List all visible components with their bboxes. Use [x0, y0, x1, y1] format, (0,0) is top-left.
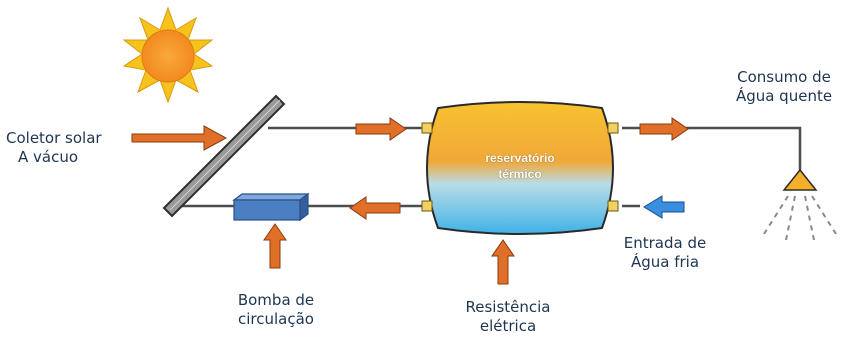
tank-label: reservatório térmico [460, 150, 580, 182]
inlet-label-line2: Água fria [630, 253, 700, 271]
consumption-label: Consumo de Água quente [718, 68, 850, 106]
collector-label-line1: Coletor solar [6, 129, 102, 147]
pump-label-line1: Bomba de [237, 291, 315, 309]
collector-label-line2: A vácuo [18, 148, 79, 166]
collector-label: Coletor solar A vácuo [6, 129, 102, 167]
collector-input-arrow [131, 125, 228, 151]
sun-icon [122, 6, 214, 104]
heater-label-line2: elétrica [479, 317, 537, 335]
pump-label-line2: circulação [238, 310, 314, 328]
pump-label-arrow [263, 223, 287, 269]
heater-label-arrow [491, 239, 515, 285]
tank-label-line1: reservatório [485, 151, 555, 165]
consumption-label-line1: Consumo de [737, 68, 831, 86]
tank-label-line2: térmico [498, 167, 542, 181]
inlet-label-line1: Entrada de [623, 234, 707, 252]
thermal-tank [421, 101, 619, 235]
hot-flow-arrow [355, 117, 407, 141]
shower-head-icon [763, 168, 837, 241]
cold-inlet-arrow [643, 195, 685, 219]
consumption-flow-arrow [639, 117, 689, 141]
inlet-label: Entrada de Água fria [604, 234, 726, 272]
consumption-label-line2: Água quente [735, 87, 833, 105]
heater-label: Resistência elétrica [438, 298, 578, 336]
solar-collector [162, 94, 286, 218]
heater-label-line1: Resistência [465, 298, 551, 316]
pump-label: Bomba de circulação [206, 291, 346, 329]
return-flow-arrow [349, 196, 401, 220]
flow-arrows [131, 117, 689, 285]
circulation-pump [232, 192, 310, 222]
